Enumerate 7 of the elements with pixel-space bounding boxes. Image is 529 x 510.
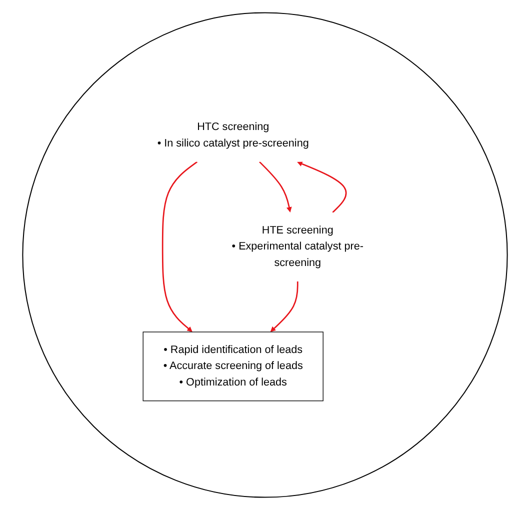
node-text: HTE screening • Experimental catalyst pre-screening xyxy=(231,224,363,269)
arrow xyxy=(296,161,346,213)
arrow xyxy=(161,161,198,332)
arrow xyxy=(270,281,298,332)
node-box: • Rapid identification of leads • Accurate screening of leads • Optimization of leads xyxy=(142,332,323,402)
node-text: HTC screening • In silico catalyst pre-screening xyxy=(156,121,308,149)
arrow xyxy=(258,161,292,212)
